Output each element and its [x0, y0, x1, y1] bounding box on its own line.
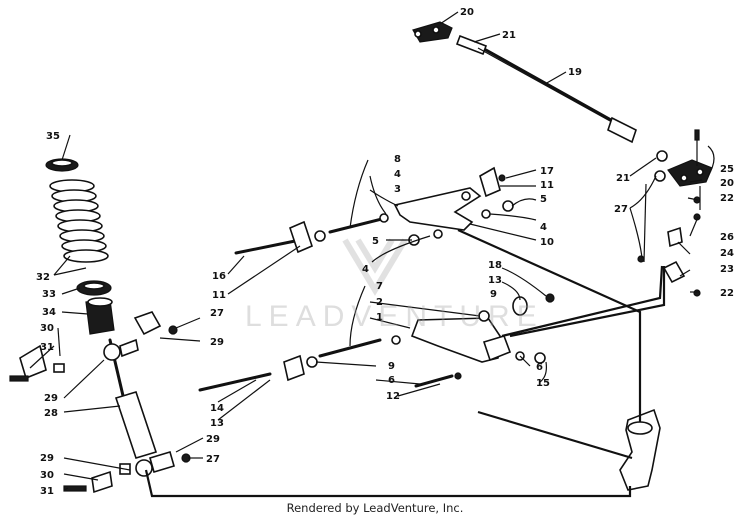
callout-4b: 4: [362, 264, 369, 275]
callout-27c: 27: [614, 204, 628, 215]
callout-25: 25: [720, 164, 734, 175]
callout-29d: 29: [210, 337, 224, 348]
callout-24: 24: [720, 248, 734, 259]
callout-6b: 6: [536, 362, 543, 373]
callout-4c: 4: [540, 222, 547, 233]
assembly-routing-lines: [144, 183, 701, 498]
credit-text: Rendered by LeadVenture, Inc.: [286, 501, 464, 515]
callout-3: 3: [394, 184, 401, 195]
callout-16: 16: [212, 271, 226, 282]
callout-29: 29: [44, 393, 58, 404]
callout-29b: 29: [40, 453, 54, 464]
callout-11: 11: [212, 290, 226, 301]
coil-spring-assembly: [45, 158, 115, 335]
callout-13: 13: [210, 418, 224, 429]
callout-30b: 30: [40, 470, 54, 481]
callout-27: 27: [210, 308, 224, 319]
callout-32: 32: [36, 272, 50, 283]
callout-10: 10: [540, 237, 554, 248]
watermark-text: LEADVENTURE: [245, 300, 544, 333]
callout-13b: 13: [488, 275, 502, 286]
callout-21b: 21: [616, 173, 630, 184]
callout-labels: 35 32 33 34 30 31 29 28 29 30 31 29 27 2…: [36, 7, 734, 497]
callout-7: 7: [376, 281, 383, 292]
callout-22: 22: [720, 193, 734, 204]
callout-18: 18: [488, 260, 502, 271]
callout-9b: 9: [490, 289, 497, 300]
leader-lines: [29, 11, 715, 491]
callout-30: 30: [40, 323, 54, 334]
callout-11b: 11: [540, 180, 554, 191]
callout-20b: 20: [720, 178, 734, 189]
callout-17: 17: [540, 166, 554, 177]
callout-35: 35: [46, 131, 60, 142]
steering-spindle: [619, 408, 661, 491]
watermark-logo: [342, 238, 408, 296]
callout-33: 33: [42, 289, 56, 300]
callout-8: 8: [394, 154, 401, 165]
callout-23: 23: [720, 264, 734, 275]
callout-2: 2: [376, 297, 383, 308]
callout-1: 1: [376, 312, 383, 323]
callout-31: 31: [40, 342, 54, 353]
coil-spring: [49, 179, 109, 263]
callout-5b: 5: [540, 194, 547, 205]
callout-34: 34: [42, 307, 56, 318]
callout-5: 5: [372, 236, 379, 247]
shock-absorber: [9, 311, 191, 494]
callout-9: 9: [388, 361, 395, 372]
callout-4: 4: [394, 169, 401, 180]
callout-20: 20: [460, 7, 474, 18]
callout-29c: 29: [206, 434, 220, 445]
callout-27b: 27: [206, 454, 220, 465]
callout-14: 14: [210, 403, 224, 414]
callout-22b: 22: [720, 288, 734, 299]
tie-rod-assembly: [412, 21, 713, 297]
upper-a-arm-assembly: [234, 166, 514, 255]
callout-19: 19: [568, 67, 582, 78]
callout-28: 28: [44, 408, 58, 419]
callout-21: 21: [502, 30, 516, 41]
callout-31b: 31: [40, 486, 54, 497]
callout-6: 6: [388, 375, 395, 386]
callout-15: 15: [536, 378, 550, 389]
callout-26: 26: [720, 232, 734, 243]
callout-12: 12: [386, 391, 400, 402]
